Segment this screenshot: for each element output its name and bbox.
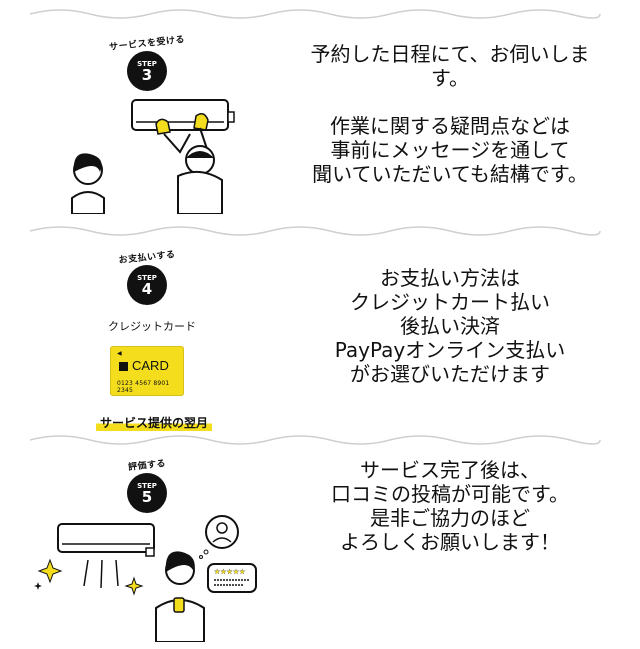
card-caption: クレジットカード: [108, 320, 196, 333]
step-4-description: お支払い方法は クレジットカート払い 後払い決済 PayPayオンライン支払い …: [300, 266, 600, 386]
card-digits: 0123 4567 8901 2345: [117, 380, 170, 394]
step-number-badge: STEP 4: [127, 265, 167, 305]
description-line: よろしくお願いします！: [340, 530, 560, 554]
highlight-text: サービス提供の翌月: [96, 414, 213, 431]
description-line: がお選びいただけます: [350, 362, 550, 386]
step-3-section: サービスを受ける STEP 3 予約した日程にて、お伺いしま す。 作業に関する…: [0, 0, 640, 220]
step-3-description: 予約した日程にて、お伺いしま す。 作業に関する疑問点などは 事前にメッセージを…: [300, 42, 600, 186]
step-5-section: 評価する STEP 5 ★★★★★ サービス完了後は、: [0, 430, 640, 649]
wave-divider: [29, 435, 601, 445]
description-line: お支払い方法は: [380, 266, 520, 290]
description-line: 作業に関する疑問点などは: [330, 114, 570, 138]
description-line: クレジットカート払い: [350, 290, 550, 314]
step-badge: お支払いする STEP 4: [92, 250, 202, 305]
description-line: 後払い決済: [400, 314, 500, 338]
step-number: 5: [141, 487, 153, 506]
step-5-description: サービス完了後は、 口コミの投稿が可能です。 是非ご協力のほど よろしくお願いし…: [300, 458, 600, 554]
step-label: STEP: [137, 59, 157, 68]
technician-air-conditioner-illustration: [71, 99, 235, 214]
spacer: [300, 90, 600, 114]
step-label: STEP: [137, 273, 157, 282]
step-4-section: お支払いする STEP 4 クレジットカード ◀ CARD 0123 4567 …: [0, 220, 640, 431]
card-arrow-icon: ◀: [117, 350, 122, 357]
step-number: 3: [141, 65, 153, 84]
step-number: 4: [141, 279, 153, 298]
card-word: CARD: [132, 358, 169, 373]
description-line: 聞いていただいても結構です。: [312, 162, 588, 186]
description-line: 是非ご協力のほど: [370, 506, 530, 530]
description-line: 口コミの投稿が可能です。: [331, 482, 569, 506]
step-badge: 評価する STEP 5: [92, 458, 202, 513]
step-label: STEP: [137, 481, 157, 490]
svg-text:★★★★★: ★★★★★: [214, 568, 245, 576]
step-number-badge: STEP 5: [127, 473, 167, 513]
description-line: す。: [431, 66, 469, 90]
wave-divider: [29, 9, 601, 19]
wave-divider: [29, 226, 601, 236]
review-illustration: ★★★★★: [34, 515, 257, 642]
step-number-badge: STEP 3: [127, 51, 167, 91]
credit-card-illustration: ◀ CARD 0123 4567 8901 2345: [110, 346, 184, 396]
description-line: サービス完了後は、: [360, 458, 540, 482]
description-line: 事前にメッセージを通して: [330, 138, 570, 162]
step-badge: サービスを受ける STEP 3: [92, 35, 202, 91]
description-line: PayPayオンライン支払い: [334, 338, 566, 362]
description-line: 予約した日程にて、お伺いしま: [310, 42, 590, 66]
card-chip-icon: [119, 362, 128, 371]
